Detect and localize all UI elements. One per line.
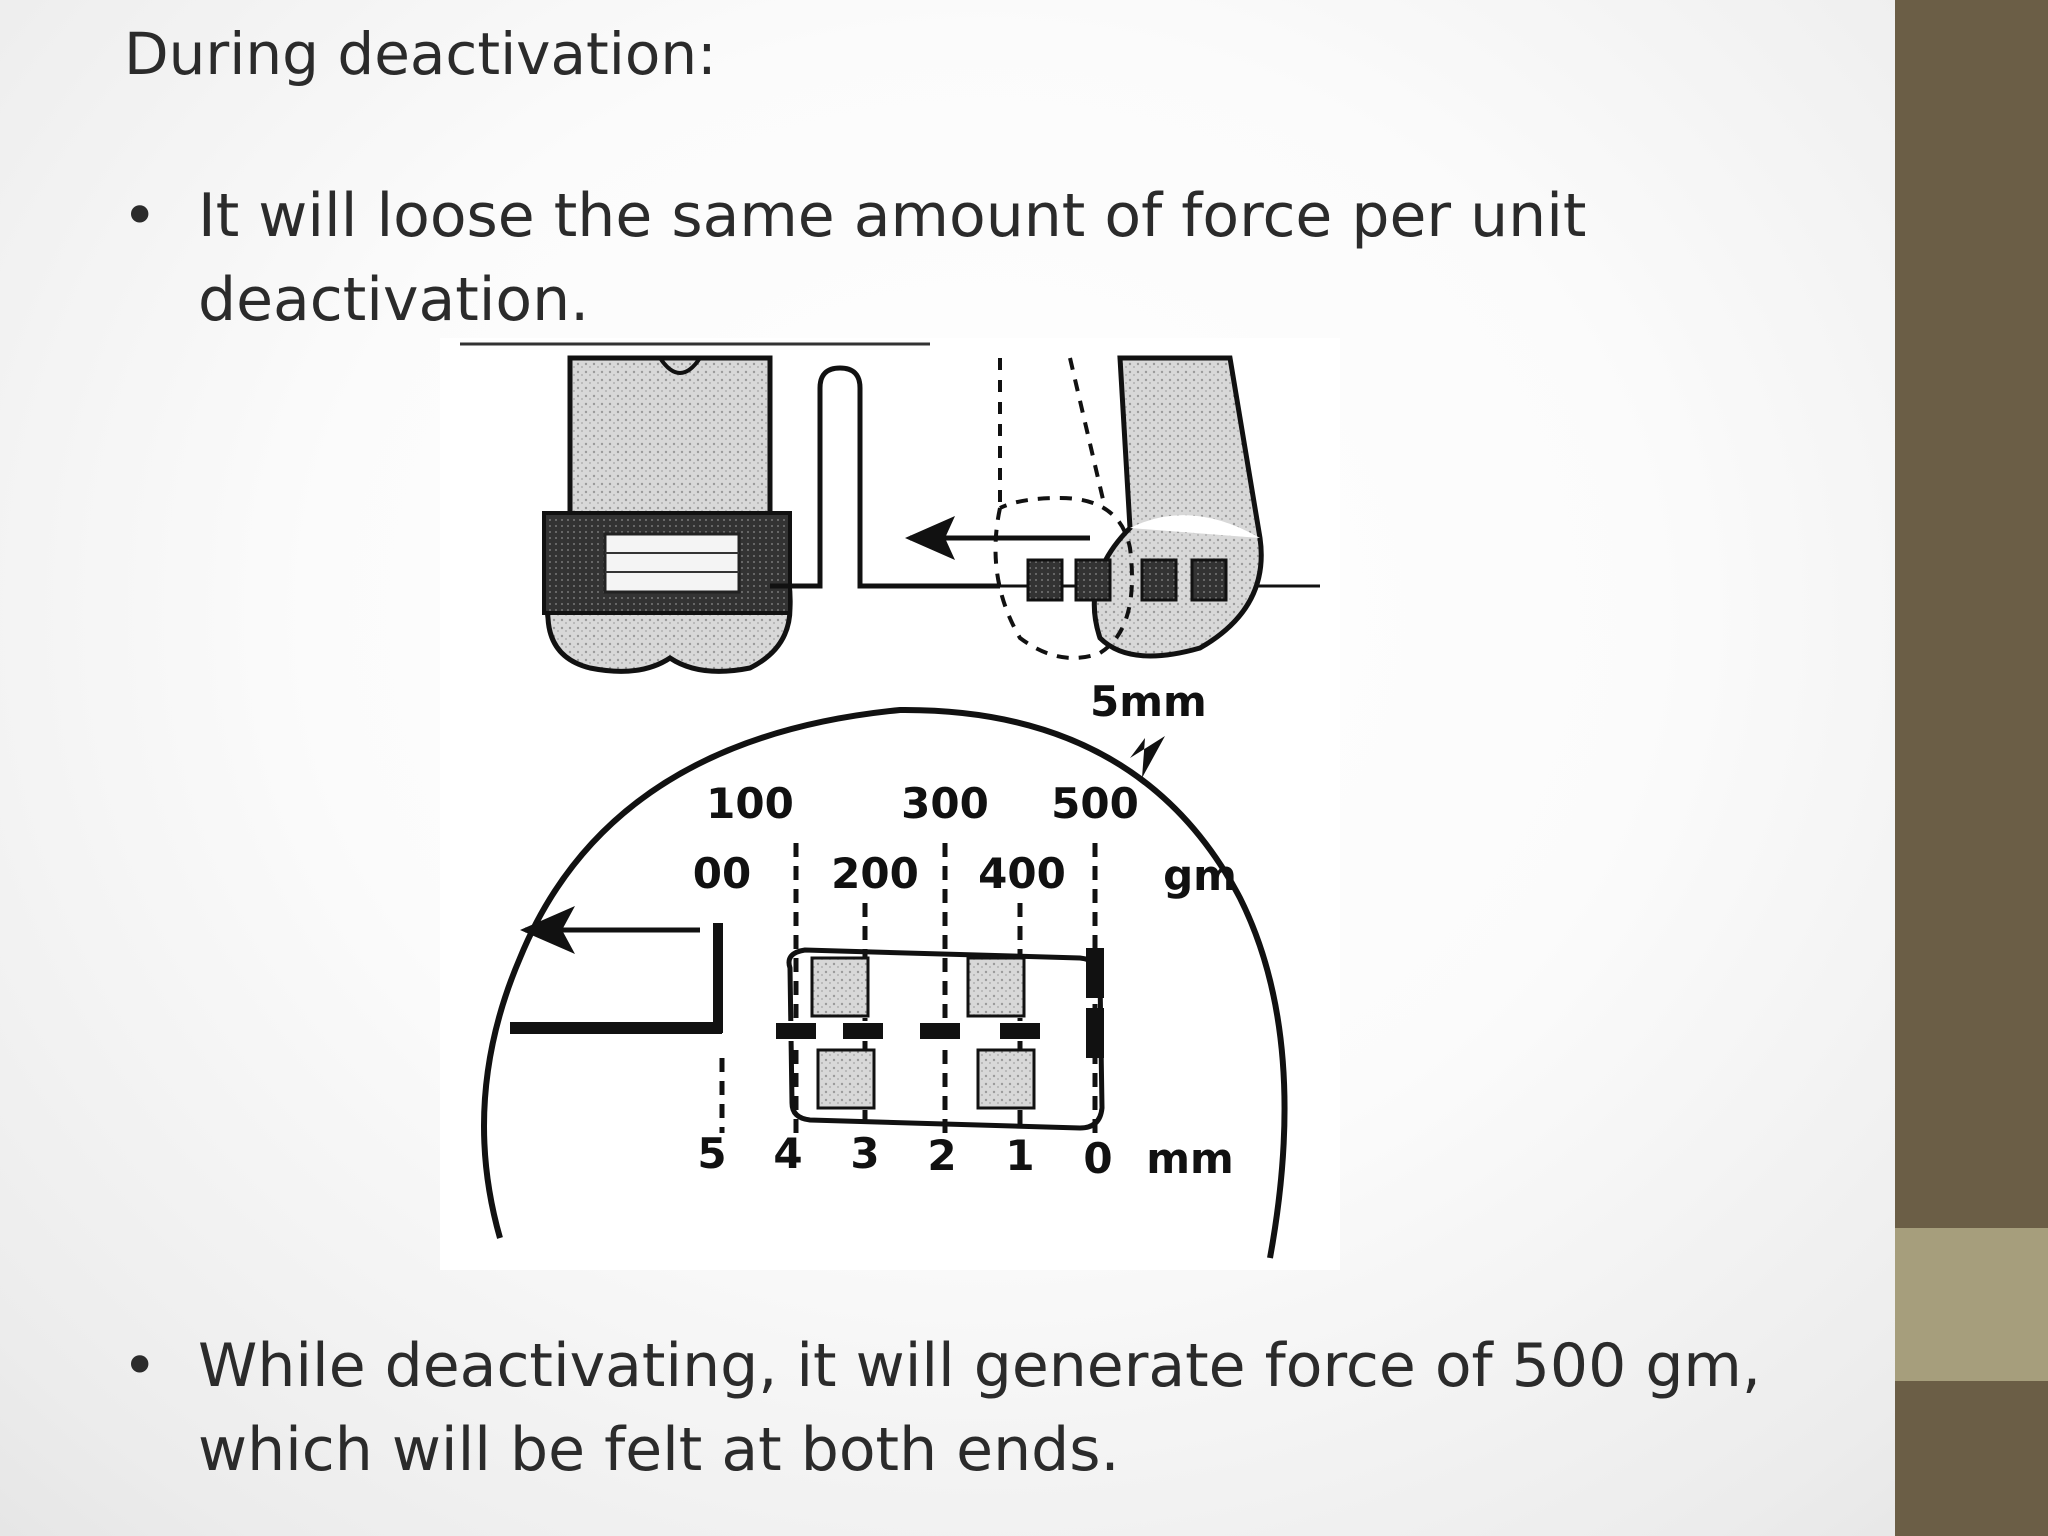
canine-bracket-previous [1026,558,1112,602]
force-tick: 400 [978,849,1066,898]
bullet-item: • It will loose the same amount of force… [122,174,1602,344]
magnified-bracket [775,947,1105,1131]
mm-tick: 0 [1083,1134,1112,1183]
distance-label: 5mm [1090,677,1207,726]
diagram-svg: 5mm 100 300 500 00 200 400 gm [460,342,1320,1259]
bullet-line: It will loose the same amount of force p… [198,181,1587,251]
force-tick: 500 [1051,779,1139,828]
deactivation-arrow-icon [905,516,1090,560]
canine-original-position [993,357,1134,660]
molar-tube [603,532,741,594]
canine-tooth [1091,355,1264,659]
force-tick: 00 [693,849,751,898]
magnified-spring-arm [510,923,723,1034]
force-tick: 100 [706,779,794,828]
bullet-line: While deactivating, it will generate for… [198,1331,1761,1401]
slide-heading: During deactivation: [124,20,717,88]
force-unit: gm [1163,851,1237,900]
molar-tooth [542,355,793,674]
mm-tick: 5 [697,1129,726,1178]
bullet-marker: • [122,181,158,251]
mm-tick: 3 [850,1129,879,1178]
spring-force-diagram: 5mm 100 300 500 00 200 400 gm [440,338,1340,1270]
bullet-item: • While deactivating, it will generate f… [122,1324,1761,1494]
loop-spring-wire [770,365,1000,589]
pointer-icon [1130,736,1165,778]
bullet-line: deactivation. [198,265,590,335]
slide: During deactivation: • It will loose the… [122,20,1761,1494]
magnifier-circle [481,706,1288,1259]
mm-tick: 2 [927,1131,956,1180]
mm-tick: 1 [1005,1131,1034,1180]
decorative-sidebar [1895,0,2048,1536]
sidebar-accent-block [1895,1228,2048,1381]
force-tick: 300 [901,779,989,828]
bullet-marker: • [122,1331,158,1401]
deactivation-arrow-icon [520,906,700,954]
mm-unit: mm [1146,1134,1234,1183]
mm-tick: 4 [773,1129,802,1178]
bullet-line: which will be felt at both ends. [198,1415,1120,1485]
force-tick: 200 [831,849,919,898]
